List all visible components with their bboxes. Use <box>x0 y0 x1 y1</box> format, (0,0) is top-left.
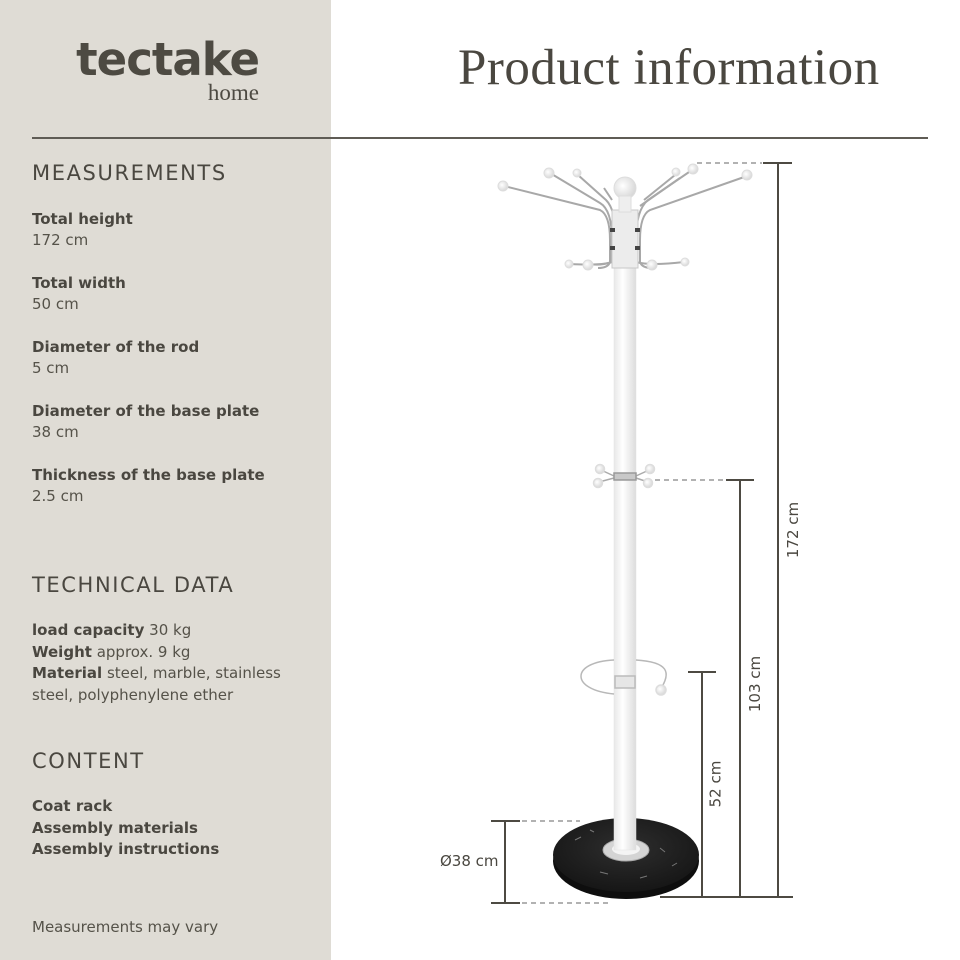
top-hooks <box>503 169 748 269</box>
spec-value: 50 cm <box>32 295 79 313</box>
brand-logo: tectake home <box>75 33 260 105</box>
dim-label-umbrella-ring: 52 cm <box>706 760 725 808</box>
dim-label-middle-hooks: 103 cm <box>746 655 765 713</box>
top-finial <box>613 176 637 200</box>
footnote: Measurements may vary <box>32 918 219 936</box>
umbrella-ring <box>580 659 667 696</box>
brand-sub: home <box>207 80 259 105</box>
content-heading: CONTENT <box>32 749 145 773</box>
hook-knobs <box>497 163 753 271</box>
spec-value: 172 cm <box>32 231 89 249</box>
tech-value: steel, marble, stainless steel, polyphen… <box>32 664 281 704</box>
hook-block <box>610 209 640 269</box>
content-item: Assembly materials <box>32 818 198 837</box>
spec-label: Thickness of the base plate <box>32 466 265 484</box>
spec-base-diameter: Diameter of the base plate 38 cm <box>32 401 259 443</box>
tech-value: 30 kg <box>149 621 192 639</box>
spec-total-height: Total height 172 cm <box>32 209 133 251</box>
technical-data-heading: TECHNICAL DATA <box>32 573 235 597</box>
left-panel <box>0 0 331 960</box>
spec-label: Diameter of the rod <box>32 338 200 356</box>
marble-base <box>553 818 699 899</box>
measurements-heading: MEASUREMENTS <box>32 161 227 185</box>
content-item: Coat rack <box>32 797 113 815</box>
spec-total-width: Total width 50 cm <box>32 273 126 315</box>
spec-label: Total width <box>32 274 126 292</box>
spec-value: 38 cm <box>32 423 79 441</box>
header-divider <box>32 137 928 139</box>
spec-label: Diameter of the base plate <box>32 402 260 420</box>
dim-label-base-diameter: Ø38 cm <box>440 852 499 870</box>
tech-label: Material <box>32 664 103 682</box>
technical-data-list: load capacity 30 kg Weight approx. 9 kg … <box>32 620 302 706</box>
tech-row-load-capacity: load capacity 30 kg <box>32 620 302 642</box>
spec-base-thickness: Thickness of the base plate 2.5 cm <box>32 465 265 507</box>
content-item: Assembly instructions <box>32 840 220 858</box>
middle-hooks <box>592 463 656 489</box>
spec-label: Total height <box>32 210 133 228</box>
spec-rod-diameter: Diameter of the rod 5 cm <box>32 337 199 379</box>
dim-label-total-height: 172 cm <box>784 501 803 559</box>
tech-label: Weight <box>32 642 92 661</box>
dimension-lines <box>491 162 793 904</box>
pole <box>613 209 637 851</box>
tech-row-material: Material steel, marble, stainless steel,… <box>32 663 302 706</box>
page-title: Product information <box>458 40 880 96</box>
tech-value: approx. 9 kg <box>96 642 191 661</box>
spec-value: 2.5 cm <box>32 487 84 505</box>
content-list: Coat rack Assembly materials Assembly in… <box>32 796 219 861</box>
spec-value: 5 cm <box>32 359 70 377</box>
dimension-guides <box>522 162 762 904</box>
brand-name: tectake <box>76 33 260 86</box>
tech-row-weight: Weight approx. 9 kg <box>32 642 302 664</box>
tech-label: load capacity <box>32 621 145 639</box>
